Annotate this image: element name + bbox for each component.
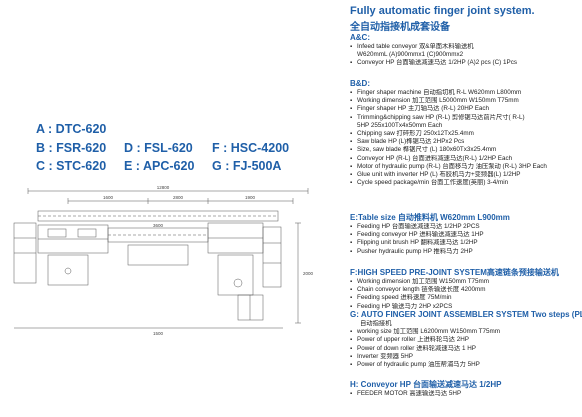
dim-c-label: 1900	[245, 195, 256, 200]
model-d-label: D : FSL-620	[124, 140, 193, 155]
model-row-3: C : STC-620 E : APC-620 G : FJ-500A	[36, 157, 336, 176]
model-e-label: E : APC-620	[124, 159, 195, 173]
spec-item: Flipping unit brush HP 翻料减速马达 1/2HP	[350, 239, 580, 247]
spec-item: Feeding HP 台面输送减速马达 1/2HP 2PCS	[350, 223, 580, 231]
spec-item: working size 加工范围 L6200mm W150mm T75mm	[350, 328, 580, 336]
spec-section: H: Conveyor HP 台面输送减速马达 1/2HPFEEDER MOTO…	[350, 380, 580, 398]
model-list: A : DTC-620 B : FSR-620 D : FSL-620 F : …	[36, 120, 336, 176]
dim-h-label: 2000	[303, 271, 314, 276]
spec-item: 自动指接机	[360, 320, 392, 327]
spec-section: A&C:Infeed table conveyor 双&单面木料输送机W620m…	[350, 33, 580, 68]
model-b-label: B : FSR-620	[36, 140, 107, 155]
dim-total-label: 12800	[157, 185, 170, 190]
dim-b-label: 2800	[173, 195, 184, 200]
spec-item: Feeding speed 进料速度 75M/min	[350, 294, 580, 302]
layout-drawing: 12800 1600 2800 1900 3600 1500 2000	[13, 185, 314, 336]
title-english: Fully automatic finger joint system.	[350, 5, 535, 17]
spec-item: Conveyor HP 台面输送减速马达 1/2HP (A)2 pcs (C) …	[350, 59, 580, 67]
spec-item: Chipping saw 打碎形刀 250x12Tx25.4mm	[350, 130, 580, 138]
spec-section: E:Table size 自动推料机 W620mm L900mmFeeding …	[350, 213, 580, 256]
model-row-1: A : DTC-620	[36, 120, 336, 139]
section-heading: F:HIGH SPEED PRE-JOINT SYSTEM高速链条预接输送机	[350, 268, 559, 277]
dim-a-label: 1600	[103, 195, 114, 200]
spec-section: F:HIGH SPEED PRE-JOINT SYSTEM高速链条预接输送机Wo…	[350, 268, 580, 311]
section-heading: E:Table size 自动推料机 W620mm L900mm	[350, 213, 510, 222]
spec-item: Power of hydraulic pump 油压帮浦马力 5HP	[350, 361, 580, 369]
section-heading: G: AUTO FINGER JOINT ASSEMBLER SYSTEM Tw…	[350, 310, 582, 319]
spec-section: B&D:Finger shaper machine 自动指切机 R-L W620…	[350, 79, 580, 187]
spec-item: Pusher hydraulic pump HP 推料马力 2HP	[350, 248, 580, 256]
spec-section: G: AUTO FINGER JOINT ASSEMBLER SYSTEM Tw…	[350, 310, 582, 369]
spec-item: Size, saw blade 榫锯尺寸 (L) 180x60Tx3x25.4m…	[350, 146, 580, 154]
spec-item: Saw blade HP (L)榫锯马达 2HPx2 Pcs	[350, 138, 580, 146]
spec-item: Power of upper roller 上进料轮马达 2HP	[350, 336, 580, 344]
model-g-label: G : FJ-500A	[212, 159, 282, 173]
model-c-label: C : STC-620	[36, 159, 107, 173]
spec-item: Finger shaper machine 自动指切机 R-L W620mm L…	[350, 89, 580, 97]
spec-item: Chain conveyor length 链条输送长度 4200mm	[350, 286, 580, 294]
section-heading: B&D:	[350, 79, 370, 88]
spec-item: Inverter 变频器 5HP	[350, 353, 580, 361]
model-row-2: B : FSR-620 D : FSL-620 F : HSC-4200	[36, 139, 336, 158]
model-a-label: A : DTC-620	[36, 122, 107, 136]
spec-item: Working dimension 加工范围 L5000mm W150mm T7…	[350, 97, 580, 105]
spec-panel: Fully automatic finger joint system. 全自动…	[346, 0, 582, 417]
dim-e-label: 1500	[153, 331, 164, 336]
spec-item: Finger shaper HP 主刀轴马达 (R-L) 20HP Each	[350, 105, 580, 113]
spec-item: W620mmL (A)900mmx1 (C)900mmx2	[357, 51, 464, 59]
left-panel: A : DTC-620 B : FSR-620 D : FSL-620 F : …	[13, 120, 336, 336]
spec-item: Infeed table conveyor 双&单面木料输送机	[350, 43, 580, 51]
spec-item: Trimming&chipping saw HP (R-L) 剪修锯马达前片尺寸…	[350, 114, 580, 122]
spec-item: Feeding conveyor HP 进料输送减速马达 1HP	[350, 231, 580, 239]
spec-item: Power of down roller 进料轮减速马达 1 HP	[350, 345, 580, 353]
title-chinese: 全自动指接机成套设备	[350, 22, 450, 33]
spec-item: Cycle speed package/min 台面工作速度(英丽) 3-4/m…	[350, 179, 580, 187]
spec-item: FEEDER MOTOR 高速输送马达 5HP	[350, 390, 580, 398]
spec-item: 5HP 255x100Tx4x50mm Each	[357, 121, 443, 129]
section-heading: H: Conveyor HP 台面输送减速马达 1/2HP	[350, 380, 502, 389]
spec-item: Motor of hydraulic pump (R-L) 台面移马力 油压泵动…	[350, 163, 580, 171]
dim-d-label: 3600	[153, 223, 164, 228]
spec-item: Working dimension 加工范围 W150mm T75mm	[350, 278, 580, 286]
section-heading: A&C:	[350, 33, 370, 42]
spec-item: Glue unit with inverter HP (L) 布胶机马力+变频器…	[350, 171, 580, 179]
spec-item: Conveyor HP (R-L) 台面进料减速马达(R-L) 1/2HP Ea…	[350, 155, 580, 163]
spec-item: Feeding HP 输送马力 2HP x2PCS	[350, 303, 580, 311]
model-f-label: F : HSC-4200	[212, 140, 290, 155]
